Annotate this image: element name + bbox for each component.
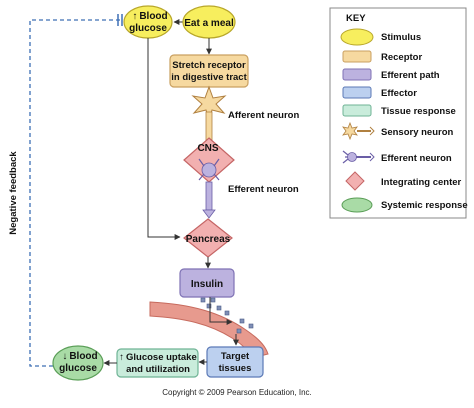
stretch-receptor-line2: in digestive tract xyxy=(171,72,247,83)
insulin-molecules xyxy=(200,297,254,334)
blood-glucose-low-line1: Blood xyxy=(69,351,97,362)
cns-label: CNS xyxy=(197,143,218,154)
svg-text:↓Blood: ↓Blood xyxy=(62,351,97,362)
key-systemic-response: Systemic response xyxy=(341,197,468,213)
target-tissues-line1: Target xyxy=(221,351,250,362)
glucose-uptake-line2: and utilization xyxy=(126,364,190,375)
glucose-uptake-node: ↑Glucose uptake and utilization xyxy=(116,348,199,378)
key-tissue-response-label: Tissue response xyxy=(381,106,456,117)
afferent-neuron-label: Afferent neuron xyxy=(228,110,299,121)
pancreas-node: Pancreas xyxy=(183,218,233,258)
key-integrating-center-label: Integrating center xyxy=(381,177,462,188)
blood-glucose-high-line1: Blood xyxy=(139,11,167,22)
key-receptor-label: Receptor xyxy=(381,52,422,63)
sensory-neuron-icon xyxy=(191,85,227,143)
key-sensory-neuron: Sensory neuron xyxy=(342,121,454,141)
blood-glucose-high-line2: glucose xyxy=(129,23,167,34)
key-receptor: Receptor xyxy=(342,50,422,63)
svg-text:↑Blood: ↑Blood xyxy=(132,11,167,22)
pancreas-label: Pancreas xyxy=(186,234,231,245)
key-sensory-neuron-label: Sensory neuron xyxy=(381,127,454,138)
stretch-receptor-line1: Stretch receptor xyxy=(172,60,246,71)
key-panel: KEY Stimulus Receptor Efferent path Effe… xyxy=(329,7,468,219)
insulin-node: Insulin xyxy=(179,268,235,298)
key-efferent-path-label: Efferent path xyxy=(381,70,440,81)
uptake-up-arrow: ↑ xyxy=(119,352,124,363)
negative-feedback-label: Negative feedback xyxy=(8,151,19,235)
key-stimulus: Stimulus xyxy=(340,28,421,46)
glucose-uptake-line1: Glucose uptake xyxy=(126,352,197,363)
blood-glucose-low-node: ↓Blood glucose xyxy=(52,345,104,381)
glucose-to-pancreas-arrow xyxy=(147,38,181,240)
eat-a-meal-label: Eat a meal xyxy=(184,18,234,29)
stretch-receptor-node: Stretch receptor in digestive tract xyxy=(169,54,249,88)
key-effector-label: Effector xyxy=(381,88,417,99)
glucose-down-arrow: ↓ xyxy=(62,351,67,362)
key-effector: Effector xyxy=(342,86,417,99)
key-efferent-neuron: Efferent neuron xyxy=(342,150,452,164)
negative-feedback-line xyxy=(29,19,122,367)
blood-glucose-high-node: ↑Blood glucose xyxy=(123,5,173,39)
efferent-neuron-label: Efferent neuron xyxy=(228,184,299,195)
svg-text:↑Glucose uptake: ↑Glucose uptake xyxy=(119,352,197,363)
key-stimulus-label: Stimulus xyxy=(381,32,421,43)
efferent-neuron-icon xyxy=(202,181,216,219)
target-tissues-line2: tissues xyxy=(219,363,252,374)
insulin-flow-arrow xyxy=(209,297,233,325)
key-efferent-neuron-label: Efferent neuron xyxy=(381,153,452,164)
eat-a-meal-node: Eat a meal xyxy=(182,5,236,39)
key-tissue-response: Tissue response xyxy=(342,104,456,117)
insulin-label: Insulin xyxy=(191,279,223,290)
key-efferent-path: Efferent path xyxy=(342,68,440,81)
key-integrating-center: Integrating center xyxy=(345,171,462,191)
glucose-up-arrow: ↑ xyxy=(132,11,137,22)
copyright-text: Copyright © 2009 Pearson Education, Inc. xyxy=(162,388,312,397)
key-title: KEY xyxy=(346,13,366,24)
cns-node: CNS xyxy=(183,137,235,183)
key-systemic-response-label: Systemic response xyxy=(381,200,468,211)
blood-glucose-low-line2: glucose xyxy=(59,363,97,374)
target-tissues-node: Target tissues xyxy=(206,346,264,378)
